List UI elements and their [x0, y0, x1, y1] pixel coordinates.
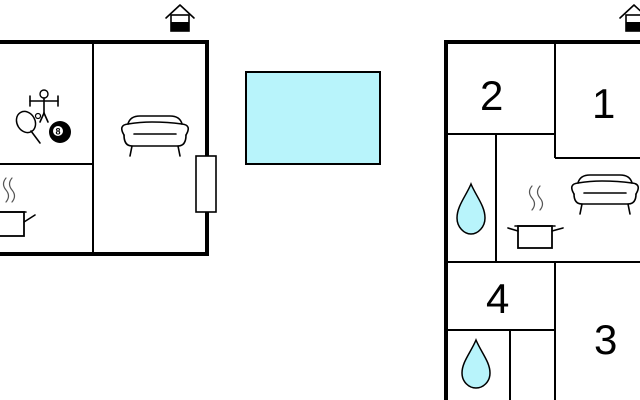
billiard-ball-icon: 8	[49, 121, 71, 143]
pool-icon	[245, 71, 381, 165]
cooking-pot-icon	[507, 185, 564, 249]
sofa-icon	[120, 115, 190, 157]
room-number-1: 1	[592, 80, 615, 127]
ball-number: 8	[56, 127, 61, 137]
room-games: 8	[15, 89, 71, 144]
left-outer-wall	[0, 40, 209, 256]
house-entrance-icon	[165, 4, 195, 32]
floor-plan-left: 8	[0, 4, 217, 256]
table-tennis-icon	[15, 110, 42, 144]
room-living-left	[120, 115, 217, 213]
room-kitchen-left	[0, 177, 36, 237]
sofa-icon	[570, 174, 640, 215]
water-drop-icon	[461, 338, 491, 389]
foosball-icon	[29, 89, 59, 123]
water-drop-icon	[456, 182, 486, 235]
fireplace-icon	[195, 155, 217, 213]
room-number-3: 3	[594, 316, 617, 363]
floor-plan-right: 2 1 4 3	[444, 4, 640, 400]
cooking-pot-icon	[0, 177, 36, 237]
right-outer-wall	[444, 40, 640, 400]
room-number-2: 2	[480, 72, 503, 119]
house-entrance-icon	[619, 4, 640, 32]
room-number-4: 4	[486, 275, 509, 322]
room-kitchen-living-right	[507, 174, 640, 249]
